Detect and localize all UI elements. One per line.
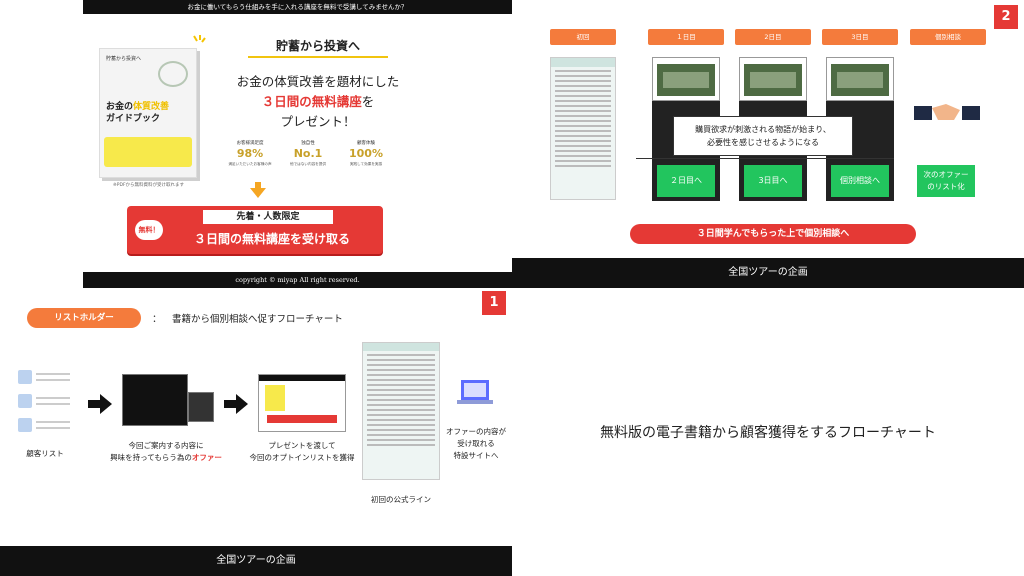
book-title-line2: ガイドブック (106, 114, 161, 124)
sparkle-icon (193, 35, 206, 43)
tab-day-3: 3日目 (822, 29, 898, 45)
video-sidebar (188, 392, 214, 422)
tour-footer: 全国ツアーの企画 (512, 258, 1024, 288)
customer-list-label: 顧客リスト (26, 449, 64, 458)
tab-consultation: 個別相談 (910, 29, 986, 45)
down-arrow-icon (255, 182, 261, 189)
tab-first-time: 初回 (550, 29, 616, 45)
story-callout: 購買欲求が刺激される物語が始まり、 必要性を感じさせるようになる (673, 116, 853, 156)
summary-panel: 無料版の電子書籍から顧客獲得をするフローチャート (512, 288, 1024, 576)
flow-heading: 書籍から個別相談へ促すフローチャート (172, 314, 343, 325)
customer-list-icon (18, 370, 72, 432)
line-chat-screenshot (550, 57, 616, 200)
limited-pill: 先着・人数限定 (203, 210, 333, 224)
landing-page-thumbnail (258, 374, 346, 432)
present-caption: プレゼントを渡して 今回のオプトインリストを獲得 (249, 441, 355, 462)
cta-label: ３日間の無料講座を受け取る (193, 232, 350, 246)
next-offer-box: 次のオファー のリスト化 (917, 165, 975, 197)
landing-top-bar: お金に働いてもらう仕組みを手に入れる講座を無料で受講してみませんか？ (83, 0, 512, 14)
list-flow-panel: 1 リストホルダー ： 書籍から個別相談へ促すフローチャート 顧客リスト 今回ご… (0, 288, 512, 576)
free-course-cta-button[interactable]: 無料！ 先着・人数限定 ３日間の無料講座を受け取る (127, 206, 383, 254)
award-badges: お客様満足度 98% 満足いただいたお客様の声 独自性 No.1 他ではない内容… (223, 140, 393, 190)
to-day-3-box: 3日目へ (744, 165, 802, 197)
summary-title: 無料版の電子書籍から顧客獲得をするフローチャート (600, 425, 936, 441)
book-title-line1: お金の体質改善 (106, 102, 170, 112)
tab-day-2: 2日目 (735, 29, 811, 45)
book-yellow-panel (104, 137, 192, 167)
free-badge: 無料！ (135, 220, 163, 240)
book-caption: ※PDFから無料資料が受け取れます (113, 183, 185, 188)
tour-flow-panel: 2 初回 １日目 2日目 3日目 個別相談 ２日目へ 3日目へ 個別相談へ 購買… (512, 0, 1024, 288)
list-holder-tag: リストホルダー (27, 308, 141, 328)
list-footer: 全国ツアーの企画 (0, 546, 512, 576)
award-badge: お客様満足度 98% 満足いただいたお客様の声 (228, 141, 272, 166)
down-arrow-icon (250, 188, 266, 198)
tab-day-1: １日目 (648, 29, 724, 45)
flow-line (636, 158, 894, 159)
landing-footer: copyright © miyap All right reserved. (83, 272, 512, 288)
arrow-right-icon (224, 394, 248, 414)
handshake-icon (914, 104, 980, 120)
offer-caption: 今回ご案内する内容に 興味を持ってもらう為のオファー (110, 441, 222, 462)
to-day-2-box: ２日目へ (657, 165, 715, 197)
heading-colon: ： (152, 314, 162, 325)
video-screenshot (122, 374, 188, 426)
video-thumbnail (652, 57, 720, 101)
guidebook-cover: 貯蓄から投資へ お金の体質改善 ガイドブック (99, 48, 197, 178)
arrow-right-icon (88, 394, 112, 414)
video-thumbnail (826, 57, 894, 101)
coins-icon (158, 61, 188, 87)
award-badge: 独自性 No.1 他ではない内容を提供 (290, 141, 326, 166)
book-cover-caption: 貯蓄から投資へ (106, 56, 142, 62)
landing-headline: 貯蓄から投資へ (248, 37, 388, 58)
to-consultation-box: 個別相談へ (831, 165, 889, 197)
video-thumbnail (739, 57, 807, 101)
landing-subheadline: お金の体質改善を題材にした ３日間の無料講座を プレゼント！ (236, 74, 400, 129)
slide-number-badge: 1 (482, 291, 506, 315)
special-site-caption: オファーの内容が 受け取れる 特設サイトへ (446, 427, 506, 460)
slide-number-badge: 2 (994, 5, 1018, 29)
official-line-label: 初回の公式ライン (371, 495, 431, 504)
website-icon (457, 380, 493, 404)
official-line-screenshot (362, 342, 440, 480)
summary-red-bar: ３日間学んでもらった上で個別相談へ (630, 224, 916, 244)
landing-page-panel: お金に働いてもらう仕組みを手に入れる講座を無料で受講してみませんか？ 貯蓄から投… (83, 0, 512, 288)
award-badge: 顧客体験 100% 実践して効果を実感 (349, 141, 383, 166)
